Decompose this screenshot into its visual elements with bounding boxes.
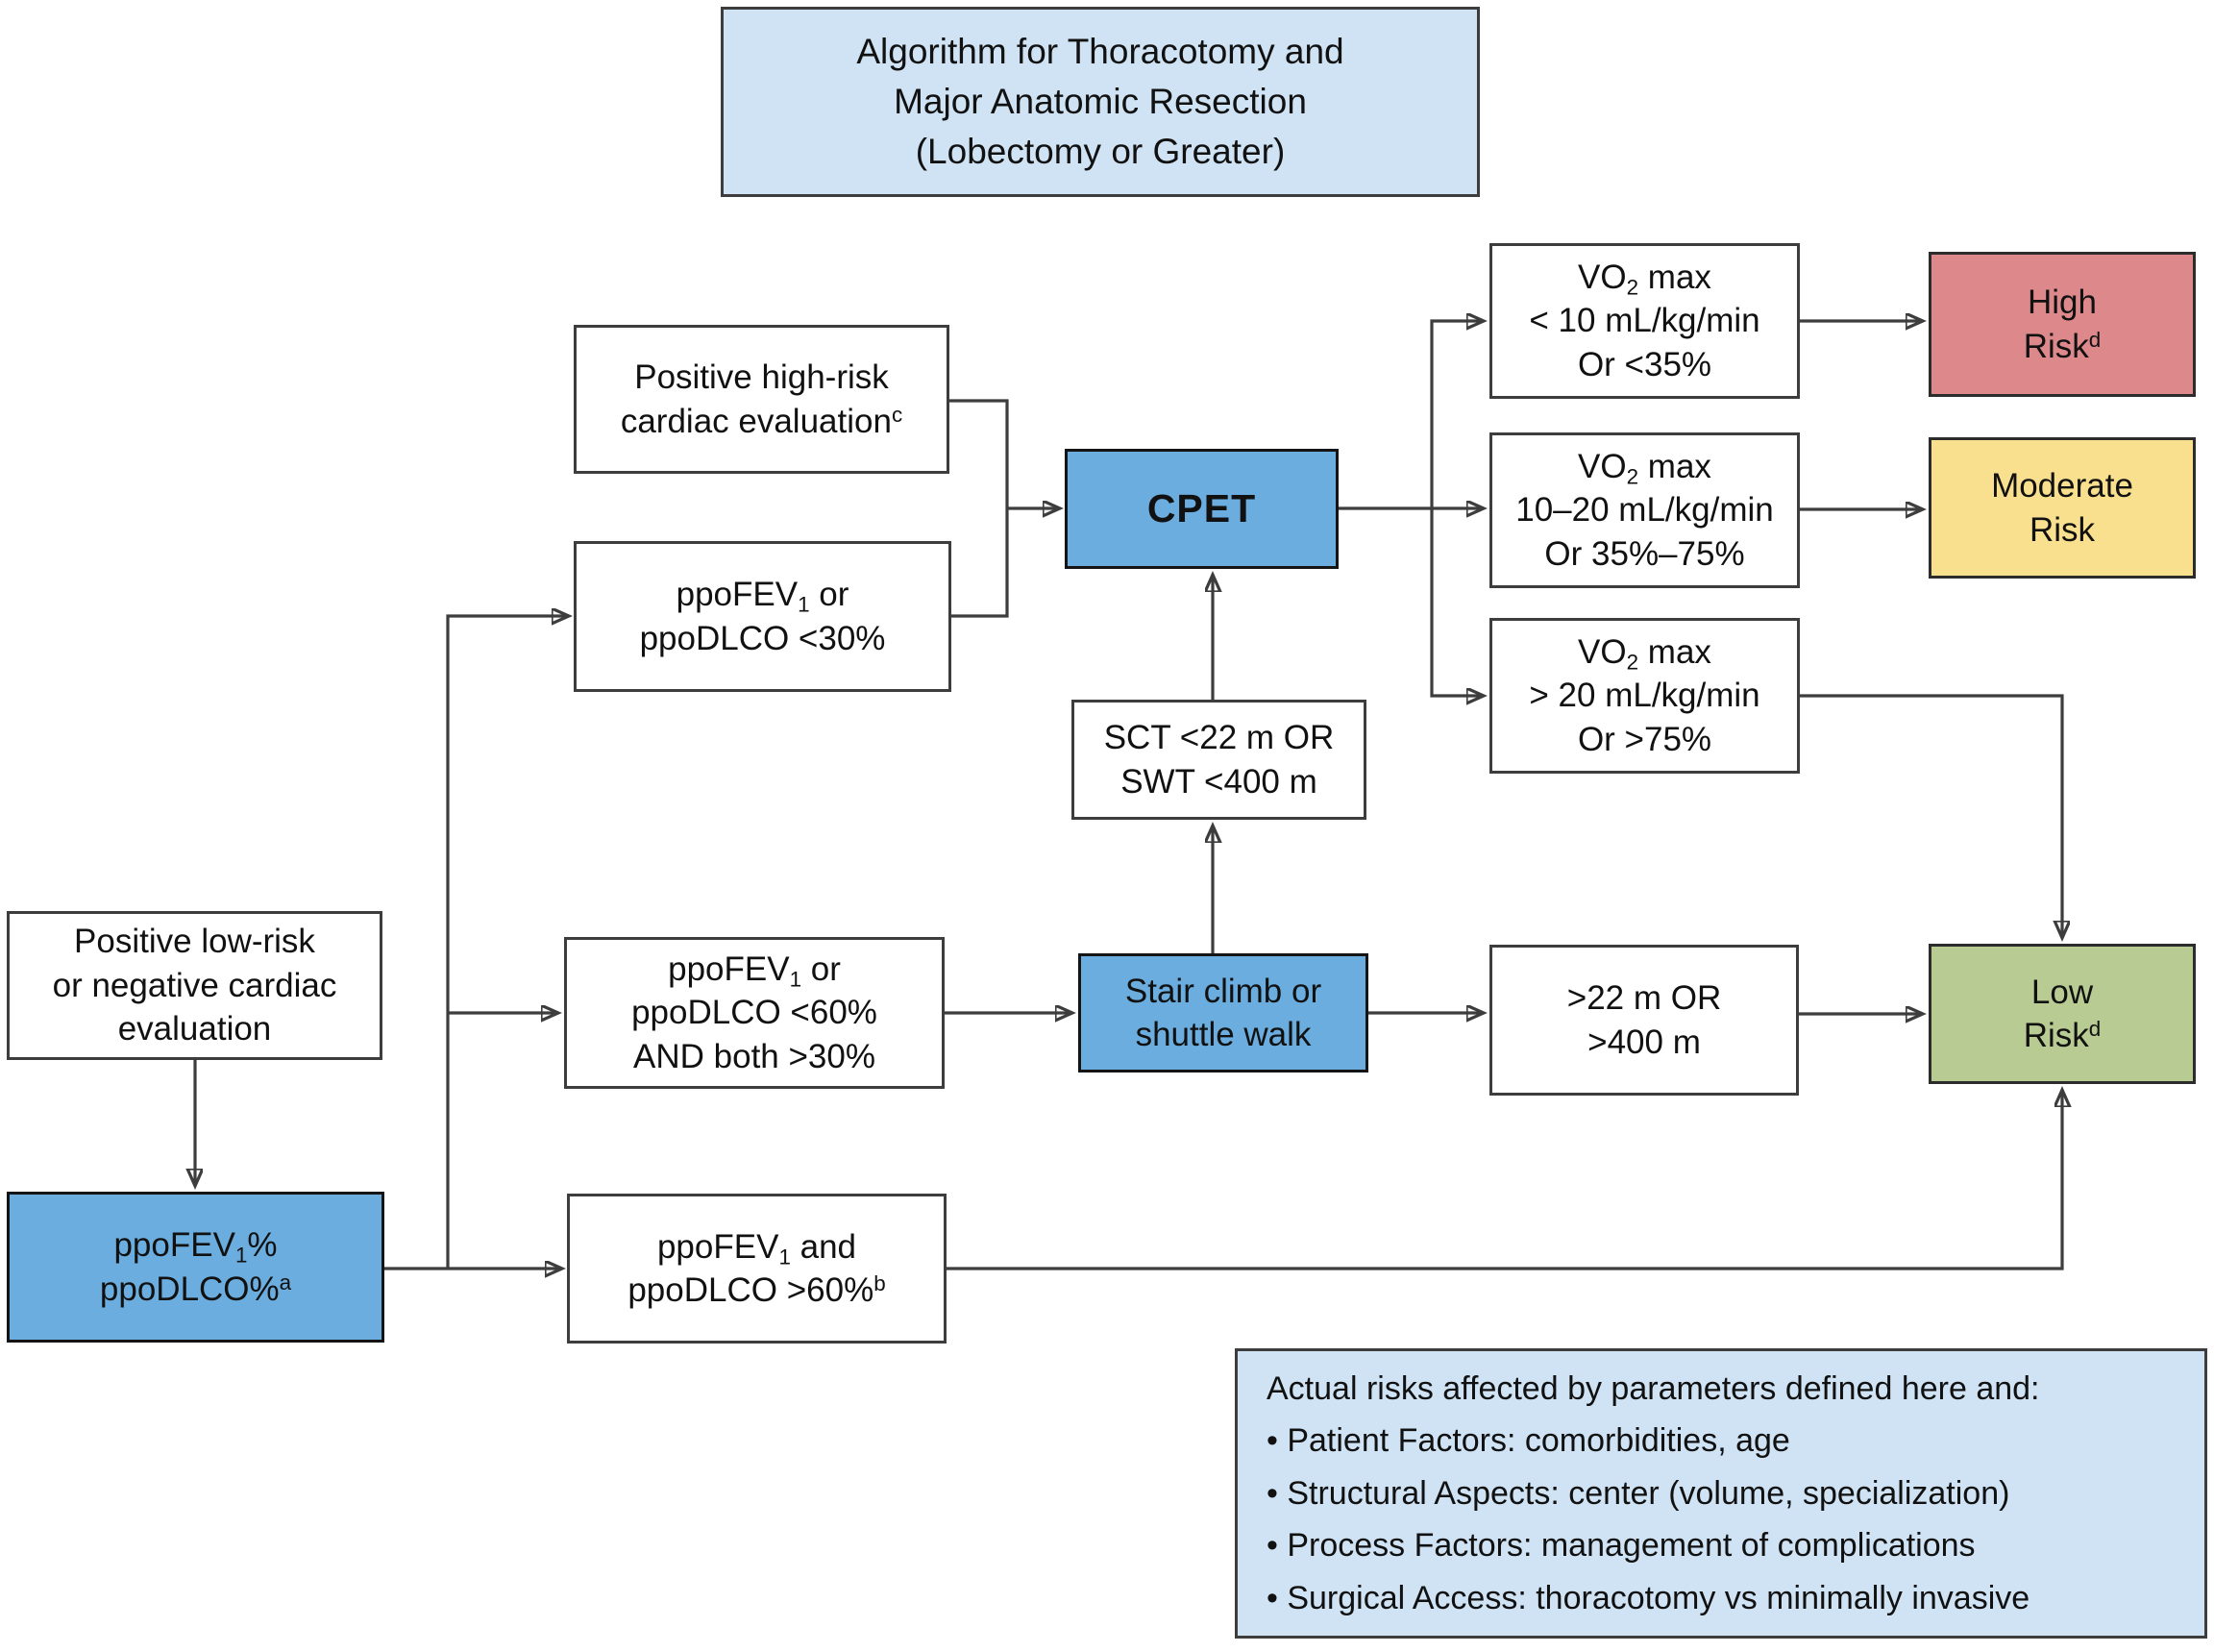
connector-merge-bracket [949, 399, 1009, 618]
connector-cpet-to-vo2high [1430, 508, 1482, 696]
node-ppofev1-ppodlco-start: ppoFEV1%ppoDLCO%a [7, 1192, 384, 1343]
node-gt22m-gt400m: >22 m OR>400 m [1489, 945, 1799, 1096]
node-footnote: Actual risks affected by parameters defi… [1235, 1348, 2207, 1639]
connector-start-to-lt30 [446, 616, 567, 1269]
node-cpet: CPET [1065, 449, 1339, 569]
connector-cpet-to-vo2low [1430, 321, 1482, 508]
connector-gt60-to-lowrisk [947, 1092, 2062, 1270]
connector-vo2high-to-lowrisk [1800, 694, 2062, 936]
